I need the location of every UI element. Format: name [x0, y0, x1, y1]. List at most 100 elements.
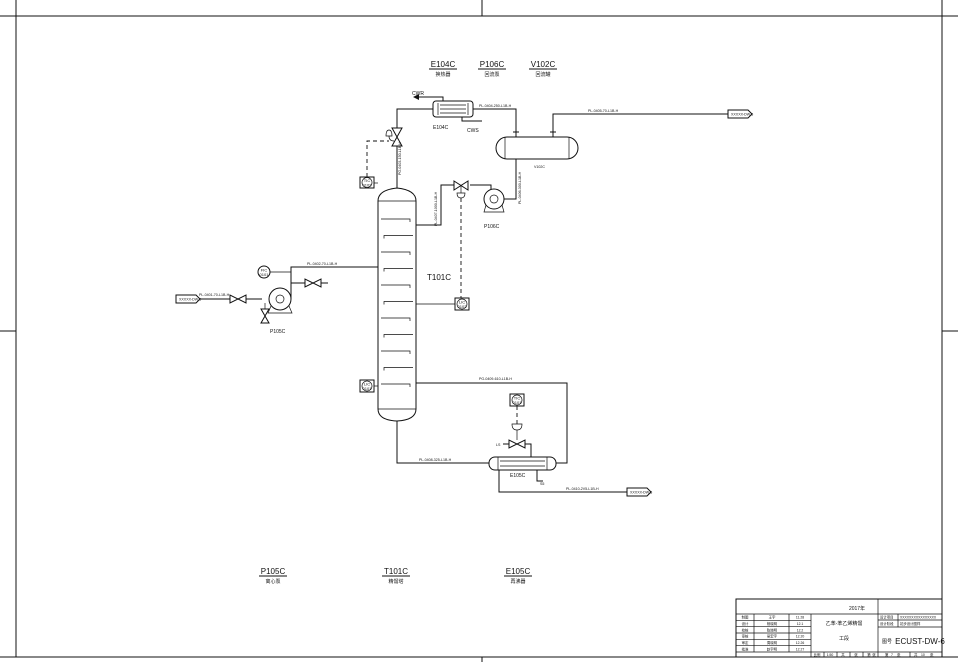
lic-reflux-l2: 0102: [458, 304, 468, 309]
legend-e105c-id: E105C: [506, 567, 531, 576]
lic-bottom-l2: 0101: [363, 386, 373, 391]
title-row-role: 设计: [742, 621, 749, 626]
legend-v102c-name: 回流罐: [535, 71, 550, 78]
lic-reflux: LIC 0102: [416, 297, 470, 311]
offpage-feed-text: XXXXX-DW-6: [179, 298, 201, 302]
tb-bottom-0: 比例: [814, 652, 821, 657]
title-row-date: 12.27: [796, 647, 805, 651]
reflux-control-valve: [453, 180, 469, 191]
title-row-role: 制图: [742, 615, 749, 620]
legend-p106c-name: 回流泵: [484, 71, 499, 78]
steam-tag: S5: [540, 482, 544, 486]
column-tray: [383, 235, 413, 239]
condenser-outlet-line-label: PL-0404-250-L1B-H: [479, 104, 512, 108]
feed-pump-valve: [260, 308, 270, 324]
tic-top-l2: 0102: [363, 183, 373, 188]
feed-system: XXXXX-DW-6 PL-0401-70-L1B-H P105C PL-040…: [175, 262, 378, 335]
title-row-date: 12.1: [797, 622, 804, 626]
drum-v102c: V102C PL-0405-70-L1B-H PL-0406-300-L1B-H: [495, 109, 728, 204]
legend-v102c-id: V102C: [531, 60, 556, 69]
offpage-feed: [175, 294, 201, 304]
column-t101c: T101C: [377, 178, 451, 430]
column-tray: [381, 317, 411, 321]
drum-tag: V102C: [534, 165, 545, 169]
tb-right-label-0: 设计项目: [880, 615, 894, 620]
fic-feed-l1: FIC: [261, 268, 268, 273]
feed-pump-tag: P105C: [270, 329, 286, 335]
tb-bottom-3: 张: [854, 652, 858, 657]
overhead-vapor-line-label: PG-0403-150-L1B-H: [398, 142, 402, 175]
bottoms-line-label: PL-0408-325-L1B-H: [419, 458, 452, 462]
column-tray: [381, 218, 411, 222]
sheet-current-label: 第: [885, 652, 889, 657]
distillate-line-label: PL-0405-70-L1B-H: [588, 109, 619, 113]
reflux-pump-tag: P106C: [484, 224, 500, 230]
tb-bottom-4: 第: [867, 652, 871, 657]
column-tray: [381, 350, 411, 354]
title-stage: 工段: [839, 635, 849, 642]
tic-bottom-l2: 0101: [513, 400, 523, 405]
tic-top-l1: TIC: [364, 178, 371, 183]
pump-p106c: P106C PL-0407-1000-L1B-H: [416, 180, 517, 298]
tb-bottom-1: 1:50: [827, 653, 834, 657]
feed-discharge-line-label: PL-0402-70-L1B-H: [307, 262, 338, 266]
legend-p106c-id: P106C: [480, 60, 505, 69]
column-tray: [383, 301, 413, 305]
sheet-total: 10: [921, 653, 925, 657]
column-tag: T101C: [427, 273, 451, 282]
title-row-date: 12.2: [797, 628, 804, 632]
legend-t101c-name: 精馏塔: [388, 578, 403, 585]
title-row-date: 12.20: [796, 635, 805, 639]
legend-p105c-id: P105C: [261, 567, 286, 576]
drawing-no-label: 图号: [882, 639, 892, 645]
legend-p105c-name: 离心泵: [265, 578, 280, 585]
drawing-number: ECUST-DW-6: [895, 637, 945, 646]
title-row-role: 校核: [742, 627, 749, 632]
offpage-distillate-text: XXXXX-DW-6: [731, 113, 753, 117]
offpage-distillate: XXXXX-DW-6: [727, 109, 753, 119]
title-row-role: 批准: [742, 646, 749, 651]
reboiler-tag: E105C: [510, 473, 526, 479]
column-trays: [381, 218, 413, 387]
column-tray: [383, 268, 413, 272]
title-row-role: 审核: [742, 634, 749, 639]
tb-right-label-1: 设计阶段: [880, 621, 894, 626]
feed-control-valve: [304, 278, 322, 288]
title-row-date: 12.26: [796, 641, 805, 645]
column-tray: [383, 367, 413, 371]
bottoms-product-line-label: PL-0410-2V5-L1B-H: [566, 487, 599, 491]
legend-bottom: P105C 离心泵 T101C 精馏塔 E105C 再沸器: [259, 567, 532, 585]
condenser-tag: E104C: [433, 125, 449, 131]
column-tray: [381, 284, 411, 288]
offpage-bottoms: [626, 487, 652, 497]
reboiler-system: PG-0409-610-L1B-H TIC 0101 LS E105C PL-0…: [396, 377, 652, 497]
title-row-name: 王宇: [769, 615, 776, 620]
lic-bottom-l1: LIC: [364, 382, 370, 387]
offpage-bottoms-text: XXXXX-DW-6: [630, 491, 652, 495]
title-row-name: 吴宏宇: [767, 634, 778, 639]
tic-bottom-l1: TIC: [514, 396, 521, 401]
title-row-name: 陈晓明: [767, 627, 778, 632]
steam-valve-tag: LS: [496, 443, 501, 447]
tb-bottom-2: 共: [841, 652, 845, 657]
lic-bottom: LIC 0101: [359, 379, 378, 393]
tb-right-value-0: XXXXXXXXXXXXXXXX: [900, 616, 937, 620]
title-row-role: 审定: [742, 640, 749, 645]
sheet-total-label: 共: [914, 652, 918, 657]
feed-block-valve: [229, 294, 247, 304]
reflux-return-line-label: PL-0407-1000-L1B-H: [434, 191, 438, 226]
column-tray: [381, 251, 411, 255]
column-tray: [381, 383, 411, 387]
title-row-name: 赵宇明: [767, 646, 778, 651]
sheet-current-unit: 张: [897, 652, 901, 657]
cws-label: CWS: [467, 128, 479, 134]
title-block: 2017年 乙苯-苯乙烯精馏 工段 图号 ECUST-DW-6 设计项目 设计阶…: [735, 598, 945, 658]
title-year: 2017年: [849, 605, 865, 612]
sheet-current: 7: [891, 653, 893, 657]
steam-control-valve: [508, 439, 526, 449]
title-project: 乙苯-苯乙烯精馏: [826, 620, 863, 627]
overhead-control-valve: [391, 127, 403, 147]
